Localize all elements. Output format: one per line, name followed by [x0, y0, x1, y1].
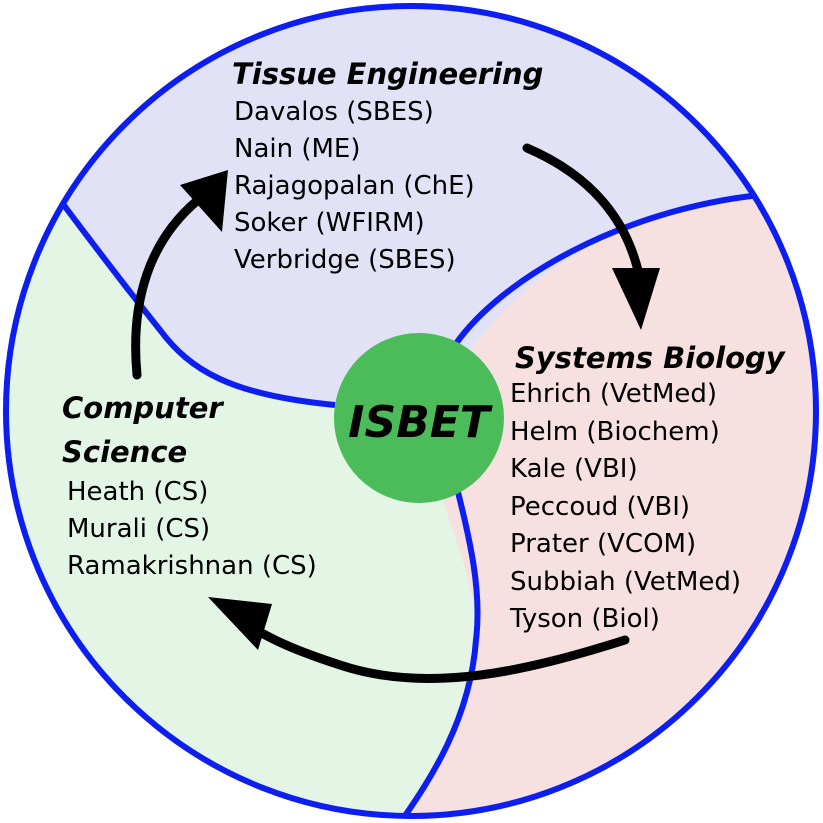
tissue-member: Verbridge (SBES): [234, 245, 456, 275]
arrowhead-cs: [208, 597, 272, 650]
systems-region: [400, 190, 816, 816]
arrow-tissue-to-systems: [522, 143, 646, 290]
tissue-member: Davalos (SBES): [234, 97, 434, 127]
systems-title: Systems Biology: [515, 341, 786, 375]
cs-title-line1: Computer: [62, 391, 224, 425]
systems-member: Prater (VCOM): [510, 529, 696, 559]
systems-member: Ehrich (VetMed): [510, 379, 717, 409]
divider-tissue-systems: [452, 192, 761, 347]
center-label: ISBET: [348, 397, 493, 448]
outer-circle: [3, 3, 819, 819]
arrowhead-tissue: [180, 170, 228, 232]
cs-member-list: Heath (CS) Murali (CS) Ramakrishnan (CS): [67, 477, 317, 581]
divider-systems-cs: [397, 479, 481, 816]
tissue-member: Soker (WFIRM): [234, 208, 425, 238]
arrowhead-systems: [612, 268, 660, 330]
cs-member: Murali (CS): [67, 514, 210, 544]
cs-member: Heath (CS): [67, 477, 208, 507]
tissue-member: Nain (ME): [234, 134, 361, 164]
tissue-title: Tissue Engineering: [232, 57, 543, 91]
cs-title-line2: Science: [62, 435, 187, 469]
systems-member: Subbiah (VetMed): [510, 567, 741, 597]
arrow-systems-to-cs: [235, 615, 630, 684]
tissue-member-list: Davalos (SBES) Nain (ME) Rajagopalan (Ch…: [234, 97, 475, 275]
systems-member: Kale (VBI): [510, 454, 638, 484]
arrow-cs-to-tissue: [131, 195, 203, 380]
systems-member: Tyson (Biol): [509, 604, 660, 634]
systems-member-list: Ehrich (VetMed) Helm (Biochem) Kale (VBI…: [509, 379, 741, 634]
divider-tissue-cs: [57, 198, 336, 408]
tissue-region: [6, 6, 816, 405]
systems-member: Helm (Biochem): [510, 417, 720, 447]
tissue-member: Rajagopalan (ChE): [234, 171, 475, 201]
center-node: [334, 333, 504, 503]
cs-member: Ramakrishnan (CS): [67, 551, 317, 581]
systems-member: Peccoud (VBI): [510, 492, 690, 522]
